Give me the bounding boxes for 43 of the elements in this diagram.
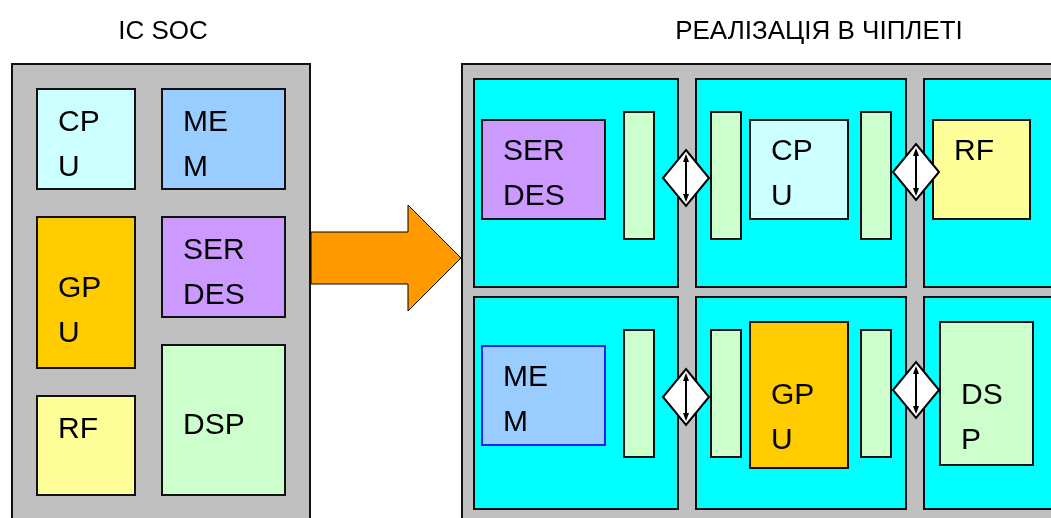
block	[481, 345, 606, 446]
block	[36, 216, 136, 369]
block-label: RF	[58, 410, 98, 446]
block-label: DSP	[183, 406, 245, 442]
chiplet-box	[923, 78, 1051, 288]
block-arrow	[310, 204, 462, 312]
diamond-connector	[662, 149, 710, 207]
block-label: CP U	[771, 132, 813, 213]
block-label: SER DES	[503, 132, 565, 213]
interface-bar	[710, 111, 742, 240]
block	[749, 119, 849, 220]
panel-heading: IC SOC	[117, 15, 209, 46]
block-label: SER DES	[183, 231, 245, 312]
interface-bar	[623, 111, 655, 240]
interface-bar	[860, 111, 892, 240]
block-label: ME M	[183, 103, 228, 184]
block-label: GP U	[771, 376, 814, 457]
block	[161, 216, 286, 318]
block-label: ME M	[503, 358, 548, 439]
diamond-connector	[892, 361, 940, 419]
block-label: GP U	[58, 269, 101, 350]
block	[161, 88, 286, 190]
block	[161, 344, 286, 496]
chiplet-box	[473, 78, 679, 288]
diamond-connector	[662, 368, 710, 426]
interface-bar	[623, 329, 655, 458]
block	[36, 88, 136, 190]
block	[749, 321, 849, 469]
block	[481, 119, 606, 220]
chiplet-box	[923, 296, 1051, 510]
chiplet-box	[473, 296, 679, 510]
chiplet-box	[695, 296, 907, 510]
block	[932, 119, 1031, 220]
interface-bar	[710, 329, 742, 458]
chiplet-box	[695, 78, 907, 288]
panel-heading: РЕАЛІЗАЦІЯ В ЧІПЛЕТІ	[674, 15, 964, 46]
block-label: RF	[954, 132, 994, 168]
block-label: DS P	[961, 376, 1003, 457]
block-label: CP U	[58, 103, 100, 184]
block	[36, 395, 136, 496]
interface-bar	[860, 329, 892, 458]
diamond-connector	[892, 143, 940, 201]
block	[939, 321, 1034, 466]
